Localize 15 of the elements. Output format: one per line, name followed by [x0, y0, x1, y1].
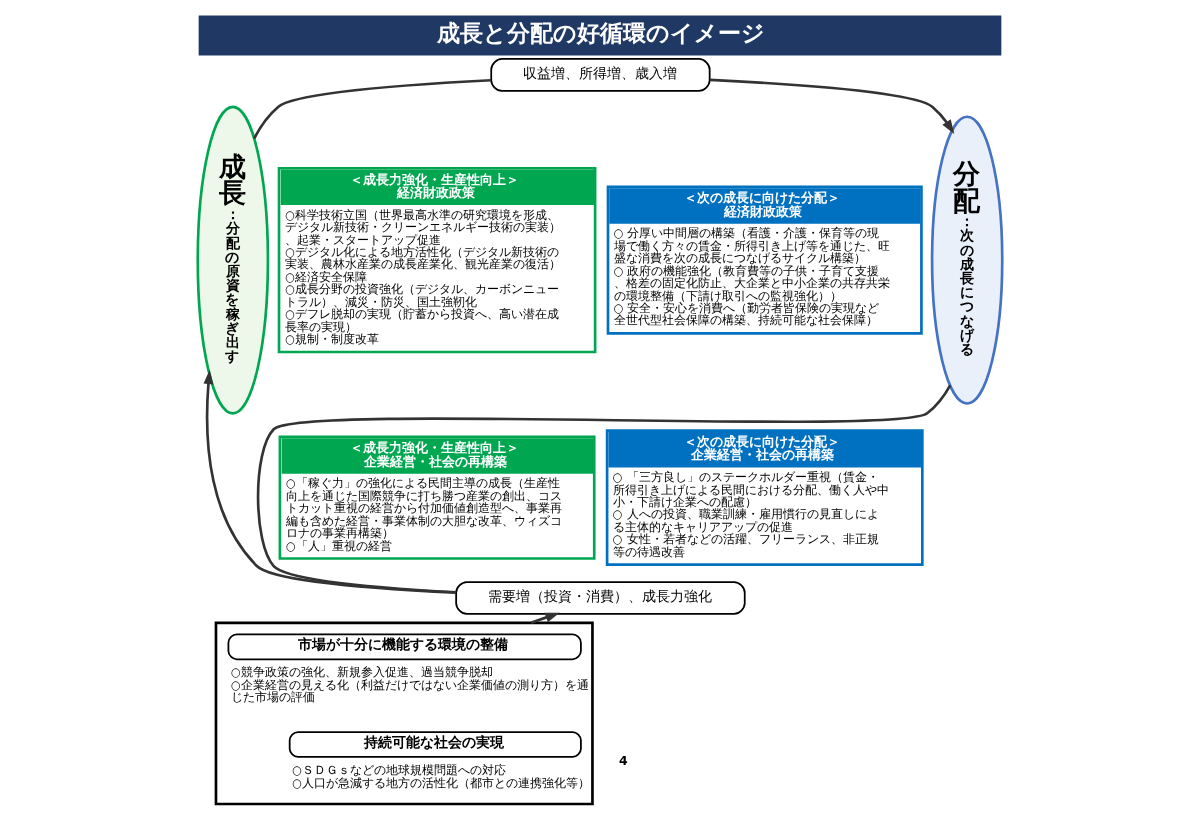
node-box: 需要増（投資・消費）、成長力強化	[455, 581, 746, 615]
connector	[253, 78, 492, 140]
label: 4	[619, 752, 628, 768]
connector	[256, 384, 952, 594]
node-ellipse: 分配 ：次の成長につなげる	[930, 115, 1004, 405]
cluster	[214, 621, 594, 806]
node-box: 収益増、所得増、歳入増	[490, 58, 711, 92]
node-label: ○ＳＤＧｓなどの地球規模問題への対応	[292, 763, 507, 778]
node-label: ○競争政策の強化、新規参入促進、過当競争脱却	[231, 665, 494, 680]
node-label: ○企業経営の見える化（利益だけではない企業価値の測り方）を通じた市場の評価	[231, 677, 590, 705]
arrow	[530, 612, 560, 625]
diagram-title: 成長と分配の好循環のイメージ	[436, 19, 765, 46]
node-ellipse: 成長 ：分配の原資を稼ぎ出す	[196, 105, 270, 415]
arrow	[203, 369, 457, 594]
arrow	[710, 78, 955, 134]
